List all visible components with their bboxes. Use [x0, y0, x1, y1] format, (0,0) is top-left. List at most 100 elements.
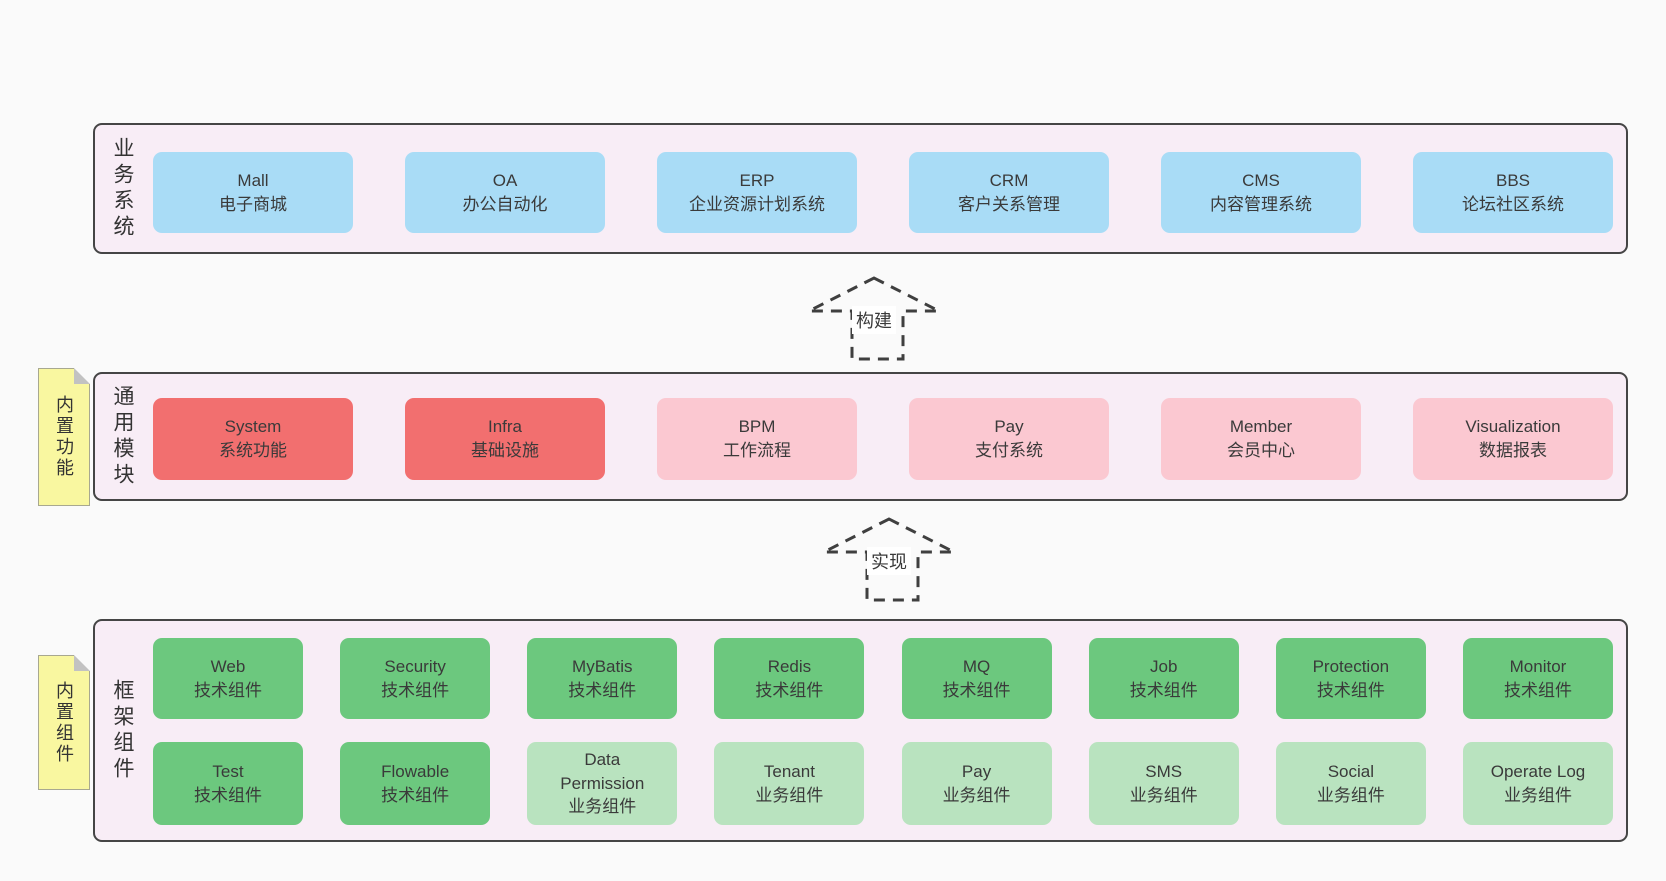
box-subtitle: 业务组件 — [942, 785, 1011, 805]
box-operate-log: Operate Log 业务组件 — [1462, 742, 1613, 825]
box-protection: Protection 技术组件 — [1275, 638, 1426, 719]
box-title: BPM — [738, 417, 776, 437]
box-subtitle: 办公自动化 — [462, 194, 548, 214]
box-title: CMS — [1242, 170, 1280, 190]
box-title: Test — [212, 761, 244, 781]
box-flowable: Flowable 技术组件 — [340, 742, 491, 825]
box-title: OA — [492, 170, 518, 190]
box-oa: OA 办公自动化 — [405, 152, 605, 233]
box-title: Job — [1149, 656, 1178, 676]
layer-label: 通用模块 — [111, 384, 134, 489]
box-crm: CRM 客户关系管理 — [909, 152, 1109, 233]
arrow-label: 构建 — [852, 306, 896, 334]
box-security: Security 技术组件 — [340, 638, 491, 719]
box-subtitle: 工作流程 — [723, 441, 791, 460]
box-row: Mall 电子商城 OA 办公自动化 ERP 企业资源计划系统 CRM 客户关系管理 CMS 内容… — [153, 152, 1613, 233]
box-web: Web 技术组件 — [153, 638, 303, 719]
box-subtitle: 技术组件 — [194, 680, 262, 700]
box-subtitle: 技术组件 — [381, 785, 450, 805]
build-arrow-icon: 构建 — [807, 276, 941, 361]
box-subtitle: 技术组件 — [194, 785, 262, 805]
box-pay: Pay 支付系统 — [909, 398, 1109, 480]
box-bpm: BPM 工作流程 — [657, 398, 857, 480]
sticky-note-builtin-features: 内置功能 — [38, 368, 90, 506]
box-subtitle: 基础设施 — [471, 441, 539, 460]
box-title: CRM — [989, 170, 1029, 190]
box-mall: Mall 电子商城 — [153, 152, 353, 233]
box-subtitle: 业务组件 — [568, 797, 637, 817]
box-title: Tenant — [763, 761, 815, 781]
box-title: Mall — [237, 170, 269, 190]
sticky-note-builtin-components: 内置组件 — [38, 655, 90, 790]
box-title: Member — [1229, 417, 1293, 437]
box-subtitle: 技术组件 — [942, 680, 1011, 700]
arrow-label: 实现 — [867, 547, 911, 575]
note-fold-icon — [74, 655, 90, 671]
box-bbs: BBS 论坛社区系统 — [1413, 152, 1613, 233]
note-fold-icon — [74, 368, 90, 384]
box-subtitle: 内容管理系统 — [1210, 194, 1312, 214]
box-title: Protection — [1312, 656, 1390, 676]
box-data-permission: Data Permission 业务组件 — [527, 742, 678, 825]
box-title: Flowable — [381, 761, 450, 781]
box-subtitle: 业务组件 — [1129, 785, 1198, 805]
box-title: Redis — [767, 656, 812, 676]
box-subtitle: 技术组件 — [381, 680, 450, 700]
box-cms: CMS 内容管理系统 — [1161, 152, 1361, 233]
box-subtitle: 会员中心 — [1227, 441, 1295, 460]
box-title: Pay — [961, 761, 992, 781]
layer-label: 业务系统 — [111, 136, 134, 241]
implement-arrow-icon: 实现 — [822, 517, 956, 602]
box-monitor: Monitor 技术组件 — [1462, 638, 1613, 719]
box-title: Web — [210, 656, 246, 676]
box-title: ERP — [739, 170, 775, 190]
dashed-up-arrow-icon — [808, 276, 940, 361]
box-title: Data Permission — [560, 749, 645, 793]
box-title: BBS — [1495, 170, 1531, 190]
box-subtitle: 业务组件 — [755, 785, 824, 805]
box-subtitle: 业务组件 — [1503, 785, 1572, 805]
box-redis: Redis 技术组件 — [714, 638, 865, 719]
box-infra: Infra 基础设施 — [405, 398, 605, 480]
note-label: 内置组件 — [54, 680, 74, 765]
box-title: Infra — [487, 417, 523, 437]
box-title: Social — [1327, 761, 1374, 781]
box-sms: SMS 业务组件 — [1088, 742, 1239, 825]
box-subtitle: 技术组件 — [1316, 680, 1385, 700]
box-subtitle: 技术组件 — [1129, 680, 1198, 700]
layer-label: 框架组件 — [111, 678, 134, 783]
note-label: 内置功能 — [54, 395, 74, 479]
box-title: Monitor — [1509, 656, 1567, 676]
box-pay-business: Pay 业务组件 — [901, 742, 1052, 825]
box-member: Member 会员中心 — [1161, 398, 1361, 480]
box-title: SMS — [1145, 761, 1183, 781]
box-tenant: Tenant 业务组件 — [714, 742, 865, 825]
layer-business-systems: 业务系统 Mall 电子商城 OA 办公自动化 ERP 企业资源计划系统 CRM 客户关系管理… — [93, 123, 1628, 254]
box-title: MQ — [962, 656, 991, 676]
box-subtitle: 支付系统 — [975, 441, 1043, 460]
dashed-up-arrow-icon — [823, 517, 955, 602]
box-subtitle: 技术组件 — [1503, 680, 1572, 700]
box-title: System — [224, 417, 282, 437]
box-title: Operate Log — [1490, 761, 1586, 781]
box-title: Visualization — [1465, 417, 1561, 437]
box-subtitle: 论坛社区系统 — [1462, 194, 1564, 214]
box-mq: MQ 技术组件 — [901, 638, 1052, 719]
box-job: Job 技术组件 — [1088, 638, 1239, 719]
box-title: Pay — [994, 417, 1024, 437]
box-subtitle: 电子商城 — [219, 194, 287, 214]
box-title: Security — [384, 656, 446, 676]
box-erp: ERP 企业资源计划系统 — [657, 152, 857, 233]
box-subtitle: 技术组件 — [755, 680, 824, 700]
box-subtitle: 企业资源计划系统 — [689, 194, 825, 214]
box-subtitle: 客户关系管理 — [958, 194, 1060, 214]
